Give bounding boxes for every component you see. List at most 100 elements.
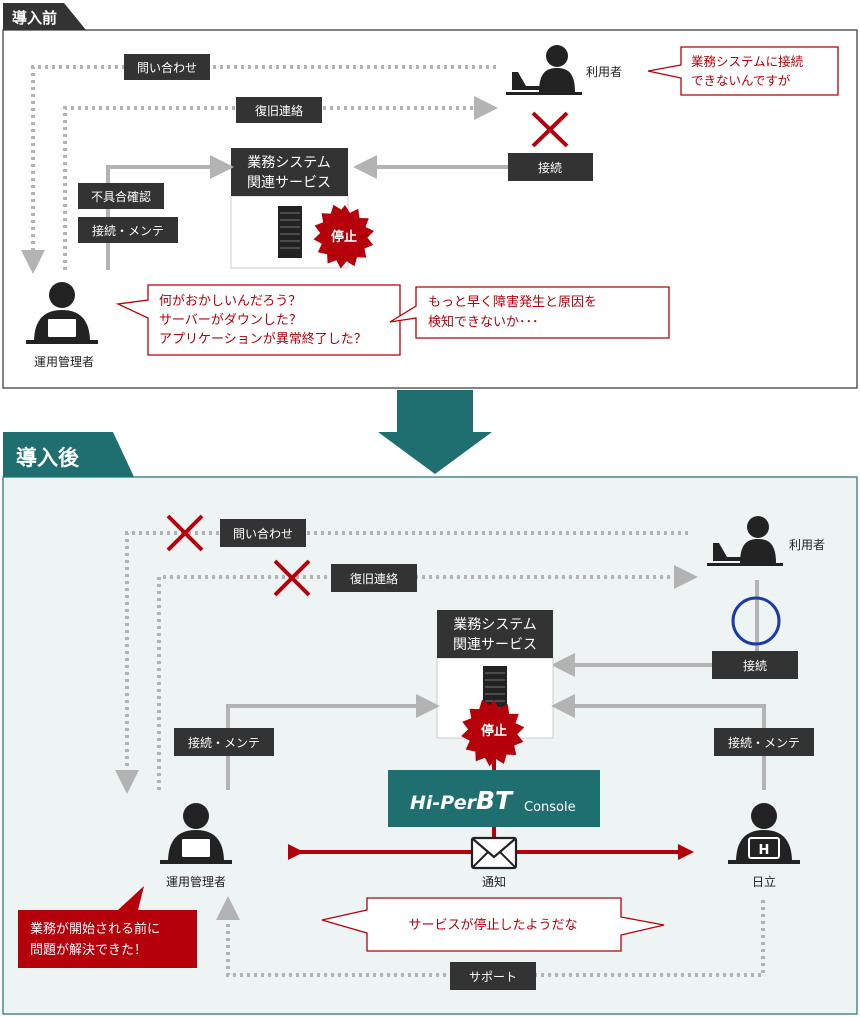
before-blocked-cross-icon bbox=[531, 111, 569, 148]
after-logo-bt: BT bbox=[476, 786, 514, 815]
after-operator-laptop-icon bbox=[180, 837, 212, 859]
before-service-line1: 業務システム bbox=[247, 155, 331, 171]
before-inquiry-label-bg bbox=[124, 54, 210, 80]
before-user-figure bbox=[506, 45, 582, 95]
before-operator-head bbox=[49, 282, 75, 308]
after-service-bubble bbox=[321, 897, 665, 952]
before-user-bubble-line2: できないんですが bbox=[691, 73, 791, 88]
after-hitachi-desk bbox=[728, 860, 800, 864]
after-hitachi-laptop-icon bbox=[748, 837, 780, 859]
before-user-head bbox=[546, 45, 568, 67]
after-service-label-bg bbox=[437, 610, 553, 658]
before-title: 導入前 bbox=[12, 9, 57, 27]
after-connect-label: 接続 bbox=[743, 658, 767, 673]
before-bubble1-line2: サーバーがダウンした？ bbox=[159, 313, 302, 328]
after-recovery-label-bg bbox=[331, 564, 417, 592]
after-operator-label: 運用管理者 bbox=[166, 874, 226, 889]
before-user-laptop-icon bbox=[512, 72, 540, 90]
after-operator-head bbox=[183, 803, 209, 829]
after-mail-icon bbox=[470, 836, 518, 870]
after-user-body bbox=[740, 539, 776, 563]
after-operator-desk bbox=[160, 860, 232, 864]
after-maint-left-label: 接続・メンテ bbox=[188, 735, 260, 750]
before-bubble2-line2: 検知できないか･･･ bbox=[428, 314, 539, 330]
after-user-figure bbox=[707, 516, 783, 566]
after-maint-right-label: 接続・メンテ bbox=[728, 735, 800, 750]
after-user-laptop-icon bbox=[713, 543, 741, 561]
before-bubble1-line1: 何がおかしいんだろう？ bbox=[159, 293, 301, 309]
after-solved-line2: 問題が解決できた！ bbox=[30, 943, 147, 958]
after-hitachi-figure bbox=[728, 803, 800, 864]
before-bubble1-line3: アプリケーションが異常終了した？ bbox=[159, 331, 367, 347]
after-service-bubble-text: サービスが停止したようだな bbox=[408, 917, 577, 933]
before-operator-laptop-icon bbox=[46, 317, 78, 339]
after-solved-line1: 業務が開始される前に bbox=[30, 921, 160, 937]
after-inquiry-label: 問い合わせ bbox=[233, 526, 293, 541]
before-stop-label: 停止 bbox=[331, 229, 357, 245]
after-logo-sub: Console bbox=[524, 800, 576, 815]
before-user-bubble-line1: 業務システムに接続 bbox=[691, 54, 804, 69]
after-maint-right-label-bg bbox=[714, 728, 814, 756]
after-inquiry-cross-icon bbox=[166, 514, 204, 552]
before-user-label: 利用者 bbox=[586, 65, 622, 79]
before-maint-label: 接続・メンテ bbox=[92, 223, 164, 238]
before-inquiry-path bbox=[21, 65, 496, 274]
before-check-label: 不具合確認 bbox=[91, 189, 151, 204]
after-inquiry-path bbox=[115, 531, 688, 794]
after-inquiry-label-bg bbox=[220, 519, 306, 547]
before-stop-burst-icon bbox=[313, 204, 374, 269]
before-user-body bbox=[539, 68, 575, 92]
after-hitachi-label: 日立 bbox=[752, 874, 776, 889]
before-inquiry-label: 問い合わせ bbox=[137, 60, 197, 75]
after-maint-left-path bbox=[226, 694, 440, 790]
before-operator-figure bbox=[26, 282, 98, 344]
before-service-label-bg bbox=[231, 148, 348, 196]
after-console-logo-box bbox=[388, 770, 600, 827]
after-recovery-cross-icon bbox=[273, 559, 311, 597]
before-recovery-path bbox=[63, 96, 498, 270]
before-connect-label-bg bbox=[508, 153, 593, 181]
after-user-desk bbox=[707, 563, 783, 566]
after-maint-right-path bbox=[551, 694, 766, 790]
after-operator-figure bbox=[160, 803, 232, 864]
after-support-label-bg bbox=[450, 962, 536, 990]
after-connect-label-bg bbox=[712, 651, 798, 679]
before-recovery-label-bg bbox=[236, 97, 322, 123]
transition-arrow bbox=[378, 390, 492, 474]
before-service-line2: 関連サービス bbox=[247, 175, 331, 191]
after-recovery-label: 復旧連絡 bbox=[350, 571, 398, 586]
before-recovery-label: 復旧連絡 bbox=[255, 103, 303, 118]
before-server-icon bbox=[278, 206, 302, 258]
after-hitachi-head bbox=[751, 803, 777, 829]
before-connect-label: 接続 bbox=[538, 160, 562, 175]
after-solved-bubble bbox=[18, 886, 197, 968]
before-maint-label-bg bbox=[78, 217, 178, 243]
after-user-label: 利用者 bbox=[789, 538, 825, 552]
before-operator-label: 運用管理者 bbox=[34, 354, 94, 369]
after-panel: 導入後 問い合わせ 復旧連絡 利用者 接続 bbox=[2, 432, 858, 1015]
after-support-label: サポート bbox=[469, 970, 517, 984]
after-notify-label: 通知 bbox=[482, 875, 506, 889]
after-stop-label: 停止 bbox=[481, 723, 507, 739]
after-ok-circle-icon bbox=[731, 596, 781, 646]
after-logo-main: Hi-Per bbox=[410, 792, 478, 814]
after-console-logo: Hi-PerBT bbox=[410, 786, 514, 815]
before-check-label-bg bbox=[78, 183, 164, 209]
before-thought-bubble bbox=[389, 286, 670, 339]
after-hitachi-mark: H bbox=[759, 843, 770, 858]
after-maint-left-label-bg bbox=[174, 728, 274, 756]
before-tab bbox=[3, 3, 86, 30]
after-user-head bbox=[747, 516, 769, 538]
after-support-path bbox=[216, 896, 765, 977]
before-bubble2-line1: もっと早く障害発生と原因を bbox=[428, 294, 597, 310]
before-user-bubble bbox=[647, 46, 839, 96]
after-stop-burst-icon bbox=[461, 699, 525, 767]
after-recovery-path bbox=[157, 565, 698, 790]
before-operator-bubble bbox=[115, 284, 401, 356]
after-service-line2: 関連サービス bbox=[453, 637, 537, 653]
before-panel: 導入前 問い合わせ 復旧連絡 利用者 業務システムに接続 できないんですが 接続 bbox=[2, 3, 858, 389]
after-tab bbox=[3, 432, 134, 477]
after-service-line1: 業務システム bbox=[453, 617, 537, 633]
before-user-desk bbox=[506, 92, 582, 95]
